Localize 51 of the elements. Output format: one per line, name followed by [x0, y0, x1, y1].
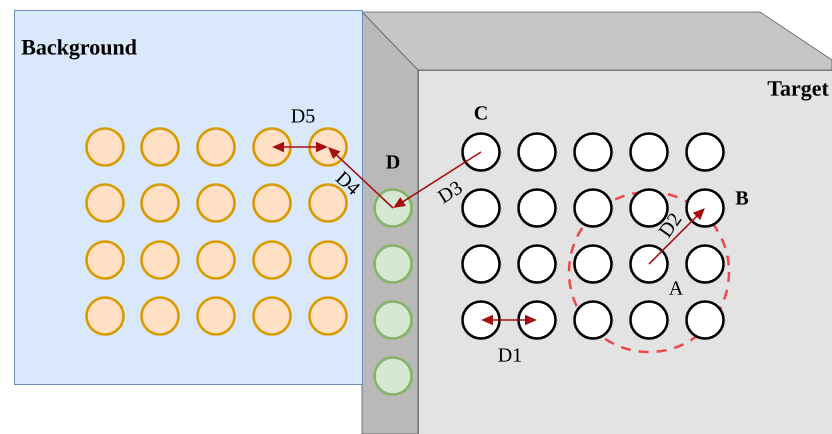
- circle: [308, 240, 348, 280]
- circle: [461, 188, 501, 228]
- circle: [196, 296, 236, 336]
- circle: [461, 244, 501, 284]
- point-label: D: [386, 155, 400, 169]
- circle: [373, 300, 413, 340]
- circle: [196, 240, 236, 280]
- circle: [573, 188, 613, 228]
- circle: [196, 183, 236, 223]
- point-label: A: [668, 281, 684, 295]
- circle: [373, 244, 413, 284]
- circle: [517, 244, 557, 284]
- circle: [517, 132, 557, 172]
- circle: [461, 300, 501, 340]
- circle: [252, 183, 292, 223]
- circle: [252, 296, 292, 336]
- circle: [85, 240, 125, 280]
- circle: [685, 300, 725, 340]
- circle: [685, 132, 725, 172]
- circle: [629, 244, 669, 284]
- circle: [140, 183, 180, 223]
- circle: [85, 127, 125, 167]
- circle: [373, 188, 413, 228]
- circle: [196, 127, 236, 167]
- circle: [140, 127, 180, 167]
- point-label: C: [474, 106, 487, 120]
- circle: [629, 300, 669, 340]
- circle: [252, 240, 292, 280]
- circle: [140, 296, 180, 336]
- circle: [685, 244, 725, 284]
- circle: [140, 240, 180, 280]
- circle: [573, 132, 613, 172]
- circle: [685, 188, 725, 228]
- circle: [573, 244, 613, 284]
- circle: [573, 300, 613, 340]
- circle: [308, 296, 348, 336]
- circle: [373, 356, 413, 396]
- point-label: B: [736, 191, 748, 205]
- circle: [629, 132, 669, 172]
- circle: [85, 296, 125, 336]
- edge-label: D1: [498, 348, 522, 362]
- edge-label: D2: [658, 214, 682, 238]
- circle: [517, 300, 557, 340]
- circle: [85, 183, 125, 223]
- circle: [308, 127, 348, 167]
- edge-label: D3: [436, 182, 462, 204]
- edge-label: D5: [291, 109, 314, 123]
- circle: [252, 127, 292, 167]
- circle: [461, 132, 501, 172]
- circle: [517, 188, 557, 228]
- edge-label: D4: [334, 170, 360, 195]
